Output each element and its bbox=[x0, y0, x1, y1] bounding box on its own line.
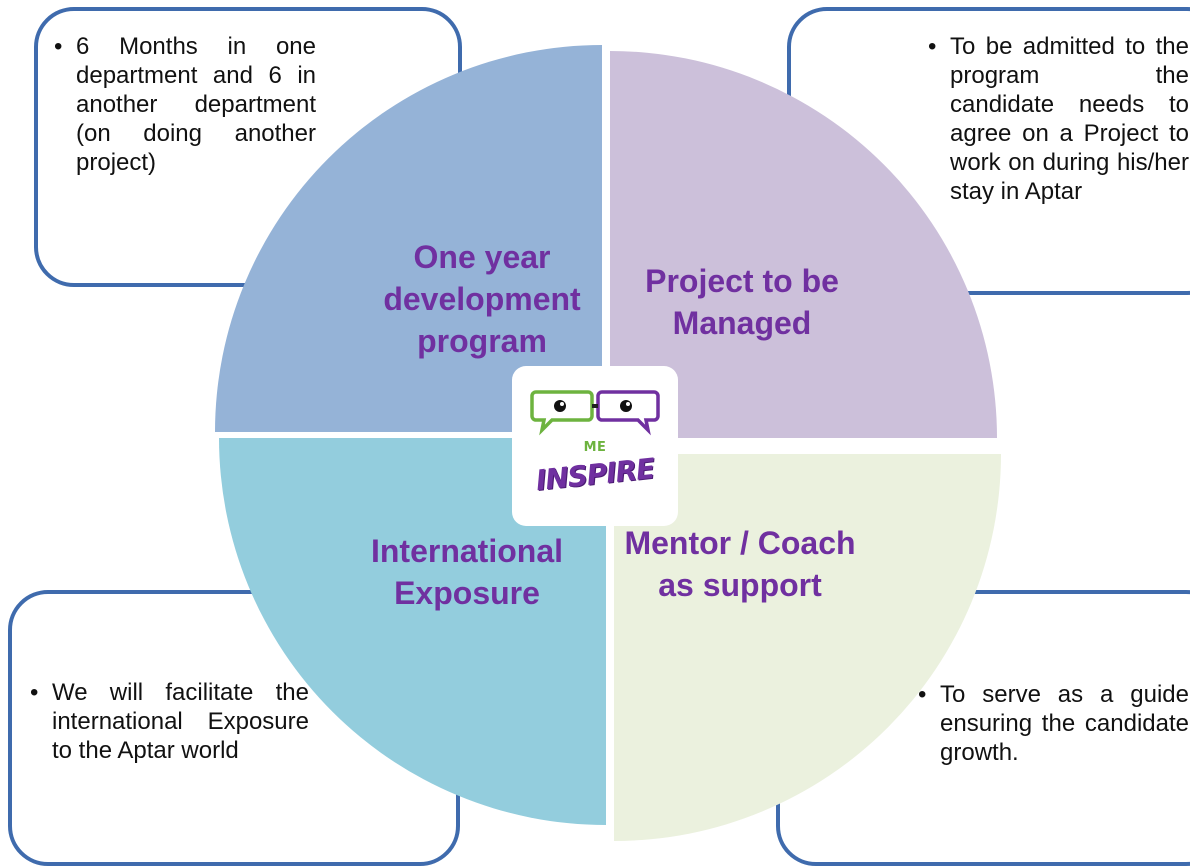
label-project-to-be-managed: Project to be Managed bbox=[645, 263, 839, 341]
note-text: 6 Months in one department and 6 in anot… bbox=[54, 32, 316, 177]
me-inspire-logo: ME INSPIRE bbox=[512, 366, 678, 526]
note-bottom-left: We will facilitate the international Exp… bbox=[30, 678, 309, 765]
label-mentor-coach: Mentor / Coach as support bbox=[624, 525, 856, 603]
segment-bottom-right bbox=[614, 454, 1001, 841]
label-one-year-program: One year development program bbox=[383, 239, 581, 359]
segment-bottom-left bbox=[219, 438, 606, 825]
note-text: We will facilitate the international Exp… bbox=[30, 678, 309, 765]
logo-inspire-text: INSPIRE bbox=[534, 451, 656, 498]
glasses-icon bbox=[530, 390, 660, 436]
note-bottom-right: To serve as a guide ensuring the candida… bbox=[918, 680, 1189, 767]
segment-top-right bbox=[610, 51, 997, 438]
note-text: To serve as a guide ensuring the candida… bbox=[918, 680, 1189, 767]
label-international-exposure: International Exposure bbox=[370, 533, 563, 611]
segment-top-left bbox=[215, 45, 602, 432]
note-top-left: 6 Months in one department and 6 in anot… bbox=[54, 32, 316, 177]
note-top-right: To be admitted to the program the candid… bbox=[928, 32, 1189, 206]
note-text: To be admitted to the program the candid… bbox=[928, 32, 1189, 206]
logo-me-text: ME bbox=[583, 440, 607, 455]
